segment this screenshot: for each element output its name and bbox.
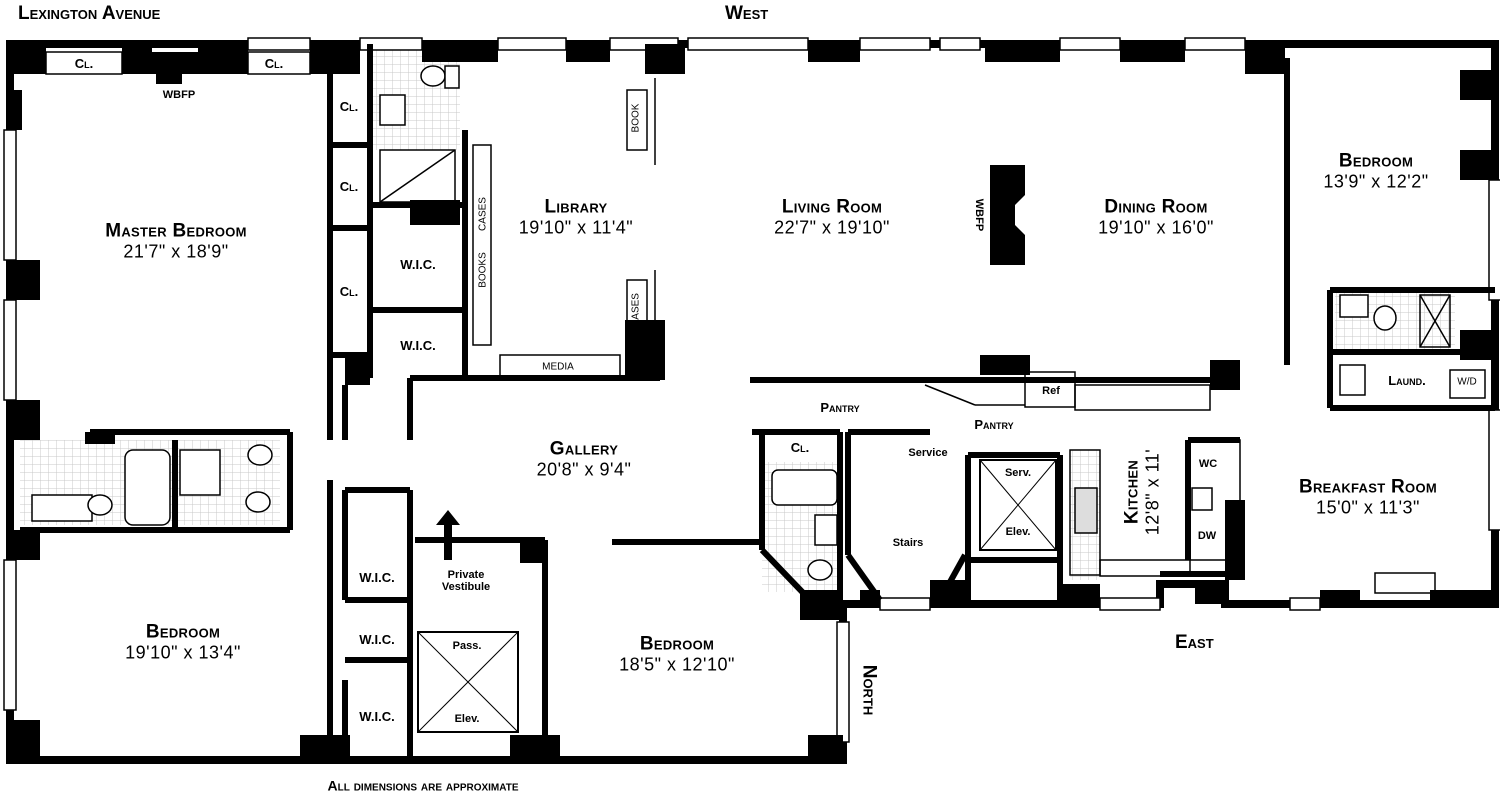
room-dining-room: Dining Room 19'10" x 16'0" — [1098, 196, 1214, 239]
walk-in-closet-label: W.I.C. — [359, 631, 395, 647]
room-bedroom-southwest: Bedroom 19'10" x 13'4" — [125, 621, 241, 664]
dishwasher-label: DW — [1197, 529, 1217, 542]
room-dimensions: 12'8" x 11' — [1142, 448, 1163, 536]
room-dimensions: 19'10" x 16'0" — [1098, 217, 1214, 238]
bookcase-label: BOOKS — [477, 252, 489, 288]
room-name: Breakfast Room — [1298, 476, 1438, 498]
wc-label: WC — [1198, 457, 1218, 470]
passenger-elevator-label: Pass. — [452, 639, 482, 652]
room-name: Living Room — [781, 196, 883, 218]
room-name: Gallery — [549, 438, 619, 460]
room-gallery: Gallery 20'8" x 9'4" — [536, 438, 632, 481]
vestibule-line-2: Vestibule — [441, 581, 491, 593]
orientation-north: North — [858, 664, 880, 716]
walk-in-closet-label: W.I.C. — [400, 256, 436, 272]
built-ins — [45, 51, 1436, 594]
closet-label: Cl. — [339, 98, 359, 114]
windows — [3, 37, 1500, 743]
pantry-label: Pantry — [820, 399, 860, 415]
fireplaces — [130, 52, 1025, 265]
pantry-label: Pantry — [974, 416, 1014, 432]
private-vestibule-label: Private Vestibule — [442, 569, 490, 593]
media-label: MEDIA — [542, 361, 574, 373]
room-name: Dining Room — [1104, 196, 1208, 218]
room-name: Master Bedroom — [105, 220, 247, 242]
street-lexington-avenue: Lexington Avenue — [18, 3, 161, 24]
bookcase-label: BOOK — [630, 103, 642, 133]
service-label: Service — [908, 446, 948, 459]
room-dimensions: 22'7" x 19'10" — [774, 217, 890, 238]
room-dimensions: 18'5" x 12'10" — [619, 654, 735, 675]
room-name: Library — [544, 196, 608, 218]
room-dimensions: 13'9" x 12'2" — [1323, 171, 1429, 192]
room-name: Bedroom — [1338, 150, 1414, 172]
disclaimer: All dimensions are approximate — [327, 777, 519, 794]
room-dimensions: 19'10" x 11'4" — [518, 217, 634, 238]
walk-in-closet-label: W.I.C. — [359, 708, 395, 724]
vestibule-line-1: Private — [447, 568, 485, 581]
passenger-elevator-label: Elev. — [454, 712, 480, 725]
room-master-bedroom: Master Bedroom 21'7" x 18'9" — [105, 220, 247, 263]
fireplace-label: WBFP — [973, 198, 986, 232]
walk-in-closet-label: W.I.C. — [400, 337, 436, 353]
washer-dryer-label: W/D — [1457, 376, 1477, 388]
room-dimensions: 21'7" x 18'9" — [123, 241, 229, 262]
bookcase-label: CASES — [630, 293, 642, 327]
orientation-west: West — [725, 3, 769, 24]
room-name: Bedroom — [145, 621, 221, 643]
fireplace-label: WBFP — [162, 88, 196, 101]
service-elevator-label: Elev. — [1005, 525, 1031, 538]
closet-label: Cl. — [339, 178, 359, 194]
entry-arrow-icon — [436, 510, 460, 560]
room-name: Kitchen — [1121, 459, 1143, 525]
orientation-east: East — [1175, 632, 1214, 653]
bookcase-label: CASES — [477, 197, 489, 231]
closet-label: Cl. — [790, 439, 810, 455]
room-library: Library 19'10" x 11'4" — [518, 196, 634, 239]
elevators — [417, 459, 1057, 733]
room-name: Bedroom — [639, 633, 715, 655]
room-living-room: Living Room 22'7" x 19'10" — [774, 196, 890, 239]
room-breakfast-room: Breakfast Room 15'0" x 11'3" — [1298, 476, 1438, 519]
service-elevator-label: Serv. — [1004, 466, 1032, 479]
room-bedroom-south: Bedroom 18'5" x 12'10" — [619, 633, 735, 676]
walk-in-closet-label: W.I.C. — [359, 569, 395, 585]
room-dimensions: 15'0" x 11'3" — [1316, 497, 1420, 518]
laundry-label: Laund. — [1388, 372, 1426, 388]
closet-label: Cl. — [264, 55, 284, 71]
room-bedroom-northeast: Bedroom 13'9" x 12'2" — [1323, 150, 1429, 193]
room-dimensions: 19'10" x 13'4" — [125, 642, 241, 663]
stairs-label: Stairs — [892, 536, 924, 549]
ref-label: Ref — [1042, 384, 1060, 397]
closet-label: Cl. — [74, 55, 94, 71]
closet-label: Cl. — [339, 283, 359, 299]
room-dimensions: 20'8" x 9'4" — [536, 459, 632, 480]
interior-walls — [20, 44, 1495, 760]
bath-fixtures — [31, 65, 1486, 581]
room-kitchen: Kitchen 12'8" x 11' — [1121, 448, 1164, 536]
